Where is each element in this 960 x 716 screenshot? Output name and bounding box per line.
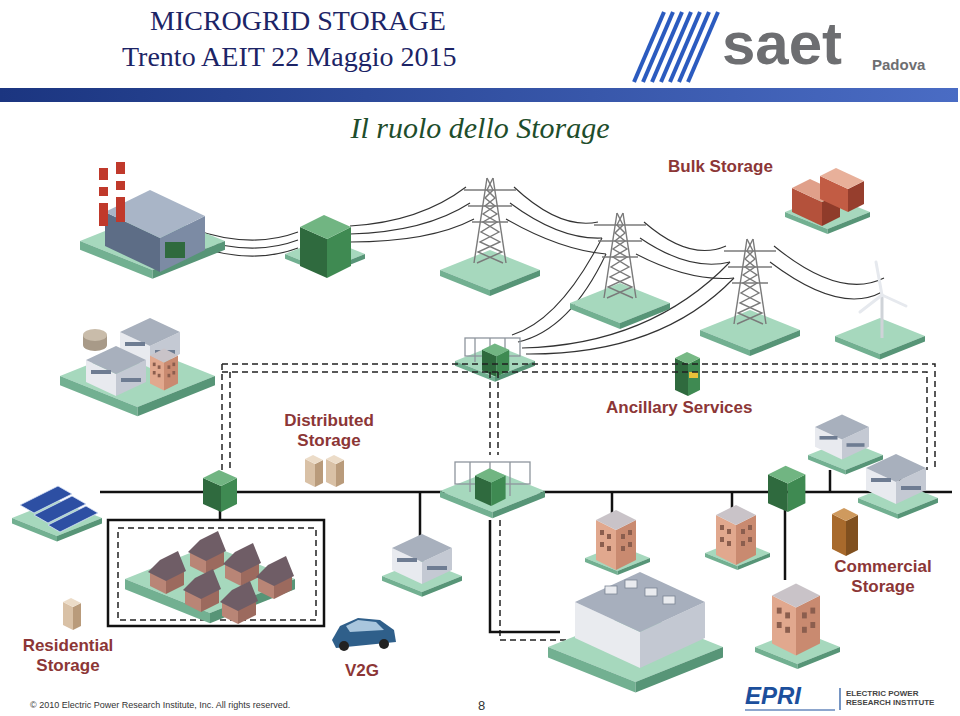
slide-title-box: Il ruolo dello Storage xyxy=(0,110,960,146)
slide-title: Il ruolo dello Storage xyxy=(0,110,960,146)
service-label-box: Ancillary Services xyxy=(606,398,752,418)
logo-caption-box: ELECTRIC POWER RESEARCH INSTITUTE xyxy=(846,689,954,707)
storage-label-box: Distributed Storage xyxy=(273,411,385,452)
header-title-box: MICROGRID STORAGE xyxy=(150,4,446,38)
logo-city: Padova xyxy=(872,56,925,74)
storage-label: Residential Storage xyxy=(10,636,126,677)
storage-label: Distributed Storage xyxy=(273,411,385,452)
logo-word: saet xyxy=(722,8,842,80)
logo-city-box: Padova xyxy=(872,56,925,74)
logo-word: EPRI xyxy=(745,682,801,711)
service-label: Ancillary Services xyxy=(606,398,752,418)
storage-label: Commercial Storage xyxy=(824,557,942,598)
logo-word-box: EPRI xyxy=(745,682,801,711)
logo-word-box: saet xyxy=(722,8,842,80)
storage-label-box: Bulk Storage xyxy=(668,157,773,177)
header-title: MICROGRID STORAGE xyxy=(150,4,446,38)
copyright-note: © 2010 Electric Power Research Institute… xyxy=(30,700,290,711)
storage-label: Bulk Storage xyxy=(668,157,773,177)
vehicle-label: V2G xyxy=(345,661,379,681)
header-subtitle: Trento AEIT 22 Maggio 2015 xyxy=(122,40,456,74)
page-number: 8 xyxy=(478,698,485,714)
storage-label-box: Residential Storage xyxy=(10,636,126,677)
vehicle-label-box: V2G xyxy=(345,661,379,681)
header-subtitle-box: Trento AEIT 22 Maggio 2015 xyxy=(122,40,456,74)
logo-caption: ELECTRIC POWER RESEARCH INSTITUTE xyxy=(846,689,954,707)
storage-label-box: Commercial Storage xyxy=(824,557,942,598)
copyright-note-box: © 2010 Electric Power Research Institute… xyxy=(30,700,290,711)
page-number-box: 8 xyxy=(478,698,485,714)
